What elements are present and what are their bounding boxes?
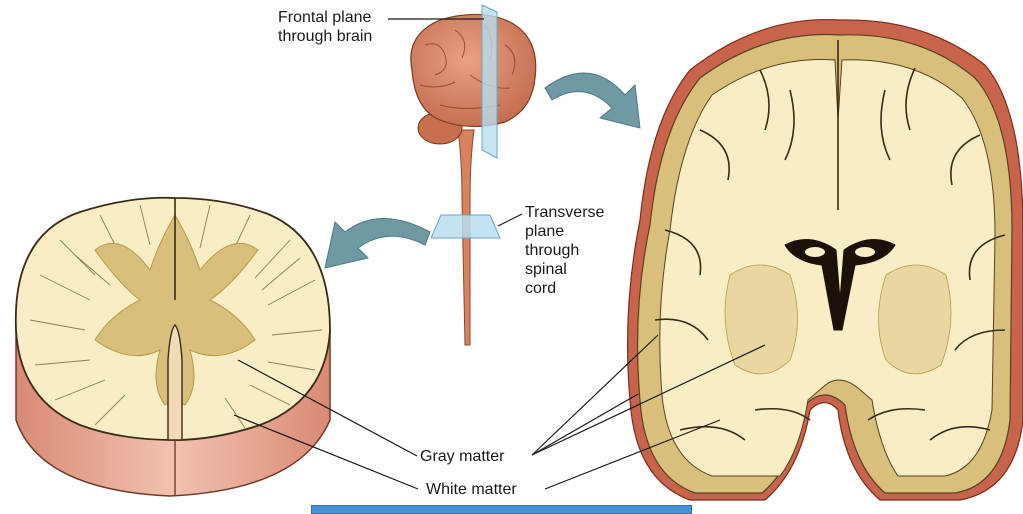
curved-arrow-icon	[325, 219, 430, 269]
basal-nuclei-right	[879, 265, 951, 374]
coronal-brain-section-icon	[628, 20, 1023, 500]
transverse-plane-label-line: cord	[525, 279, 604, 298]
transverse-plane-label-line: plane	[525, 222, 604, 241]
transverse-plane-label-line: through	[525, 241, 604, 260]
frontal-plane-label-line: Frontal plane	[278, 8, 372, 27]
transverse-plane-label-line: Transverse	[525, 203, 604, 222]
curved-arrow-icon	[545, 73, 640, 128]
transverse-plane-label: Transverse plane through spinal cord	[525, 203, 604, 298]
white-matter-label: White matter	[426, 480, 517, 499]
frontal-plane-label: Frontal plane through brain	[278, 8, 372, 46]
basal-nuclei-left	[725, 265, 797, 374]
gray-matter-label: Gray matter	[420, 447, 504, 466]
frontal-plane	[482, 5, 497, 158]
whole-brain-icon	[411, 5, 536, 345]
frontal-plane-label-line: through brain	[278, 27, 372, 46]
bottom-blue-bar	[311, 505, 692, 514]
transverse-plane-label-line: spinal	[525, 260, 604, 279]
spinal-cord-cross-section-icon	[16, 198, 330, 496]
transverse-plane	[431, 215, 500, 238]
